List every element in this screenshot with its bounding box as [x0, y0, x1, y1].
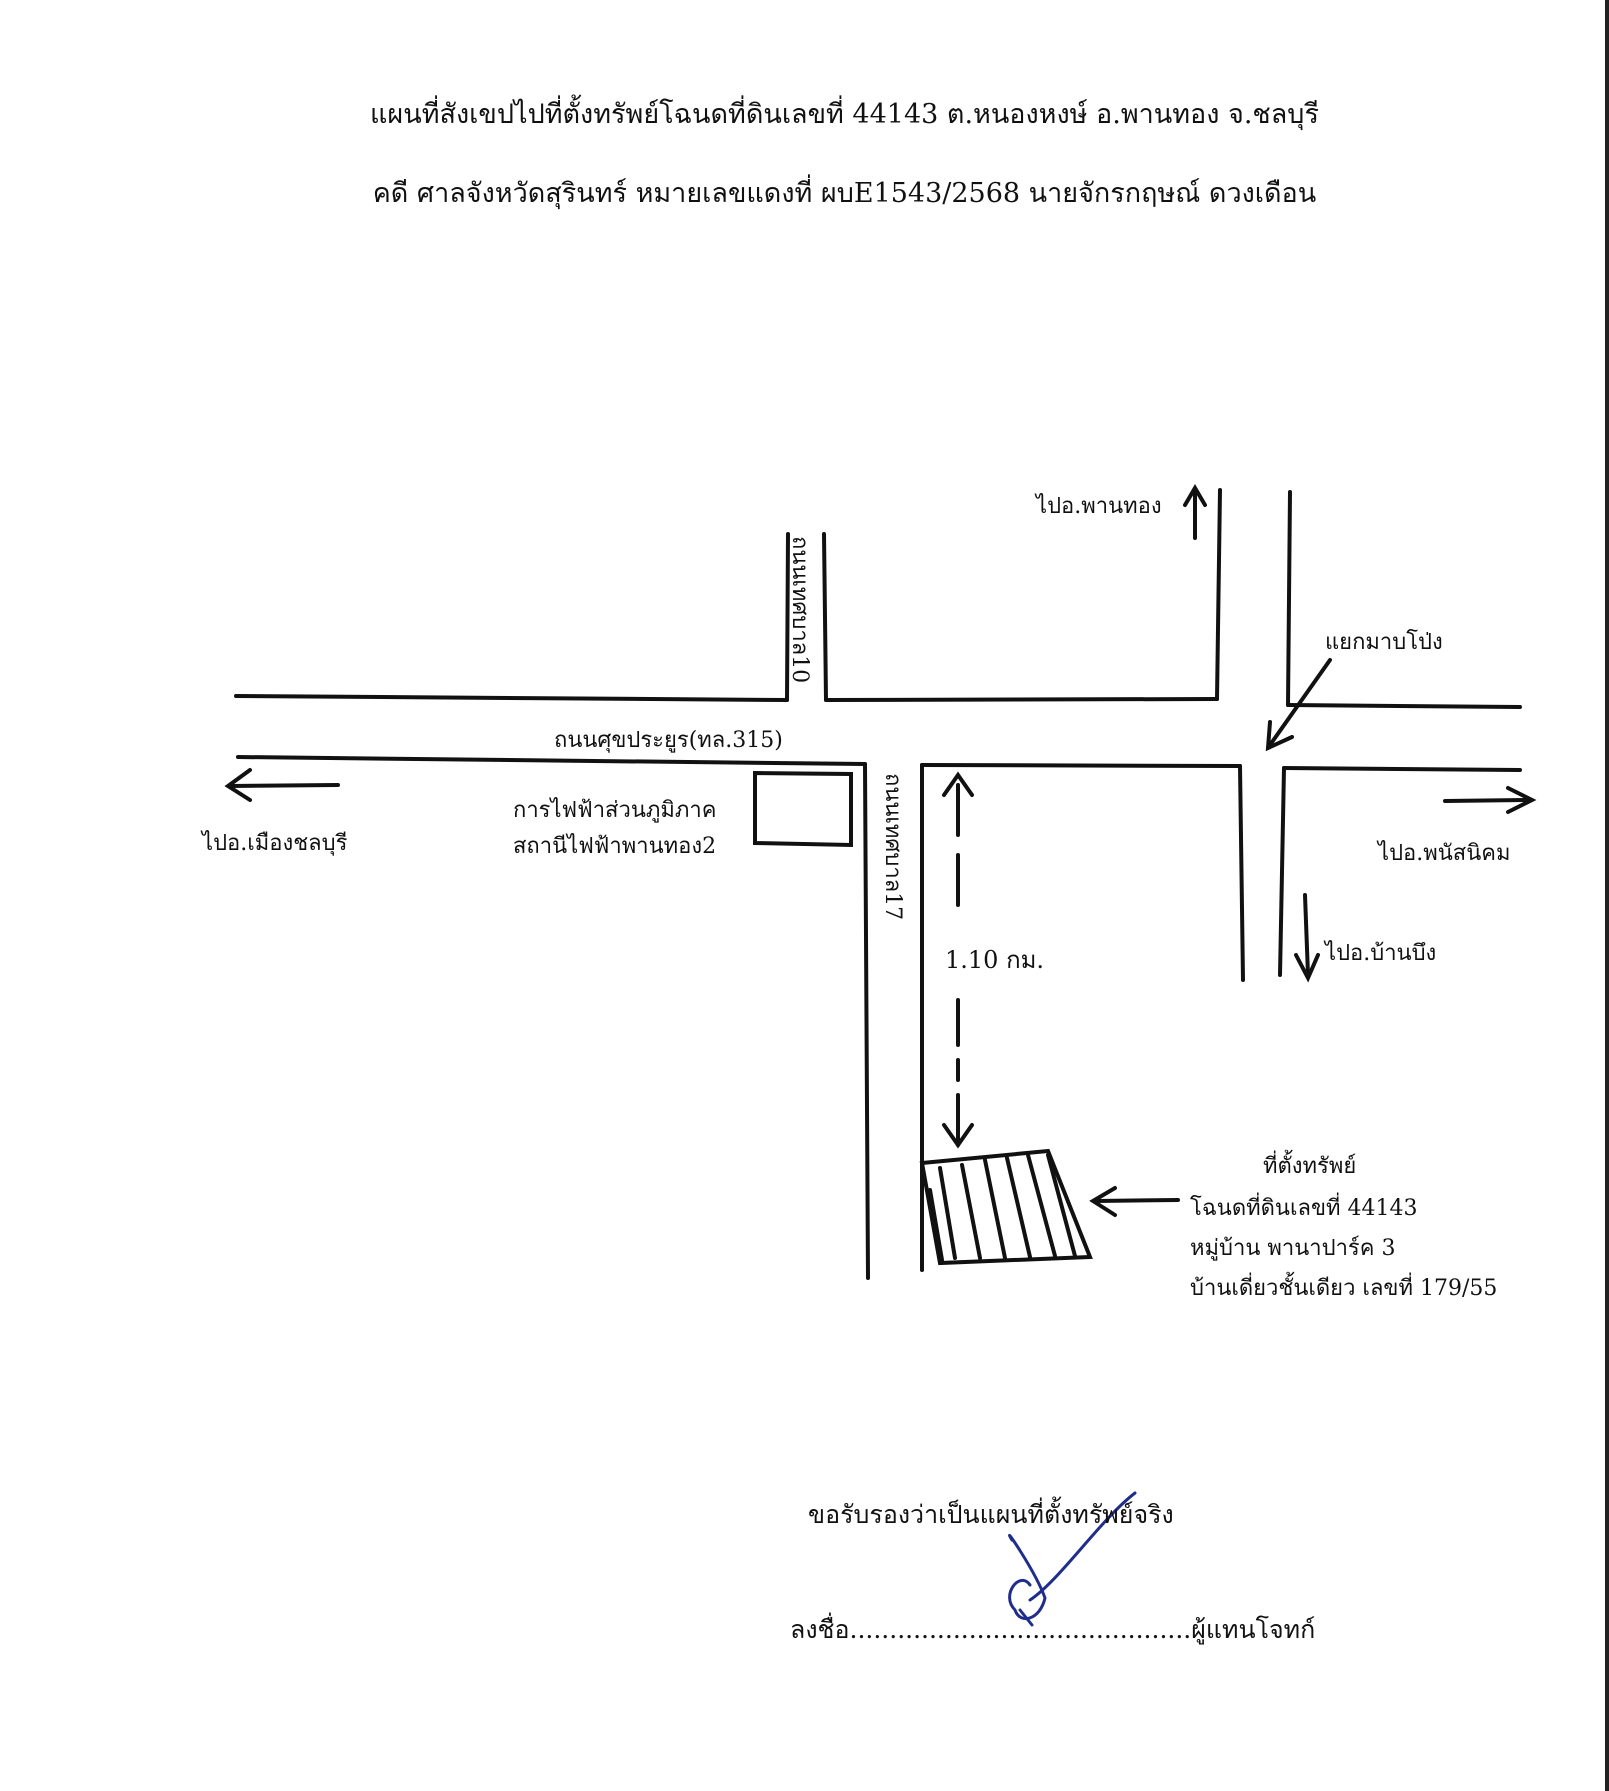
- soi10-right-edge: [822, 532, 828, 702]
- hatch: [928, 1188, 944, 1262]
- label-soi17: ถนนเทศบาล17: [880, 773, 905, 921]
- arrow-property-head: [1089, 1186, 1117, 1217]
- label-to-phanat-nikhom: ไปอ.พนัสนิคม: [1378, 841, 1511, 866]
- banbueng-road-left-edge: [1238, 764, 1245, 982]
- hatch: [983, 1158, 1007, 1260]
- label-to-ban-bueng: ไปอ.บ้านบึง: [1325, 941, 1437, 966]
- label-landmark-line1: การไฟฟ้าส่วนภูมิภาค: [513, 798, 717, 823]
- soi10-left-edge: [785, 532, 790, 702]
- property-label-line4: บ้านเดี่ยวชั้นเดียว เลขที่ 179/55: [1190, 1276, 1498, 1301]
- landmark-box: [753, 770, 853, 848]
- document-title-line1: แผนที่สังเขปไปที่ตั้งทรัพย์โฉนดที่ดินเลข…: [370, 99, 1319, 130]
- signature-line: ลงชื่อ..................................…: [790, 1610, 1315, 1650]
- main-road-top-edge: [234, 694, 789, 702]
- phanthong-road-left-edge: [1215, 488, 1222, 701]
- hatch: [960, 1163, 982, 1260]
- arrow-to-phanthong-head: [1183, 484, 1207, 507]
- scan-edge: [1605, 0, 1609, 1791]
- main-road-top-edge-right: [1286, 703, 1522, 709]
- certify-text: ขอรับรองว่าเป็นแผนที่ตั้งทรัพย์จริง: [808, 1500, 1174, 1529]
- main-road-bottom-edge-mid: [920, 763, 1242, 768]
- phanthong-road-right-edge: [1286, 490, 1292, 707]
- sign-dots: ........................................…: [849, 1615, 1192, 1644]
- label-distance: 1.10 กม.: [945, 946, 1045, 974]
- property-parcel: [919, 1148, 1093, 1266]
- signature-mark: [1008, 1491, 1137, 1627]
- main-road-bottom-edge: [236, 755, 867, 766]
- arrow-to-phanat-head: [1506, 786, 1537, 814]
- main-road-top-edge-mid: [824, 697, 1219, 702]
- soi17-left-edge: [863, 762, 870, 1280]
- hatch: [1026, 1153, 1057, 1258]
- distance-arrow-down-head: [942, 1123, 974, 1149]
- label-landmark-line2: สถานีไฟฟ้าพานทอง2: [513, 834, 717, 859]
- hatch: [1046, 1153, 1077, 1258]
- document-title-line2: คดี ศาลจังหวัดสุรินทร์ หมายเลขแดงที่ ผบE…: [372, 178, 1317, 209]
- arrow-to-banbueng: [1303, 893, 1310, 977]
- banbueng-road-right-edge: [1278, 766, 1286, 977]
- arrow-to-phanat: [1443, 798, 1532, 803]
- arrow-to-mueang-head: [224, 768, 252, 802]
- property-label-line3: หมู่บ้าน พานาปาร์ค 3: [1190, 1236, 1396, 1261]
- arrow-to-mueang: [228, 783, 340, 788]
- main-road-bottom-edge-right: [1282, 766, 1522, 772]
- sign-role: ผู้แทนโจทก์: [1191, 1615, 1316, 1644]
- label-soi10: ถนนเทศบาล10: [787, 536, 812, 684]
- arrow-intersection: [1268, 658, 1332, 747]
- property-label-line2: โฉนดที่ดินเลขที่ 44143: [1190, 1196, 1418, 1221]
- distance-arrow-up-head: [942, 771, 974, 797]
- sign-prefix: ลงชื่อ: [790, 1615, 850, 1644]
- label-intersection: แยกมาบโป่ง: [1325, 630, 1443, 655]
- arrow-to-banbueng-head: [1294, 953, 1320, 983]
- property-label-line1: ที่ตั้งทรัพย์: [1263, 1154, 1357, 1179]
- hatch: [1005, 1156, 1032, 1259]
- hatch: [938, 1166, 957, 1260]
- label-main-road: ถนนศุขประยูร(ทล.315): [554, 728, 783, 753]
- arrow-property: [1093, 1198, 1180, 1203]
- arrow-intersection-head: [1265, 720, 1294, 752]
- label-to-phanthong: ไปอ.พานทอง: [1036, 494, 1162, 519]
- label-to-mueang-chonburi: ไปอ.เมืองชลบุรี: [202, 831, 348, 856]
